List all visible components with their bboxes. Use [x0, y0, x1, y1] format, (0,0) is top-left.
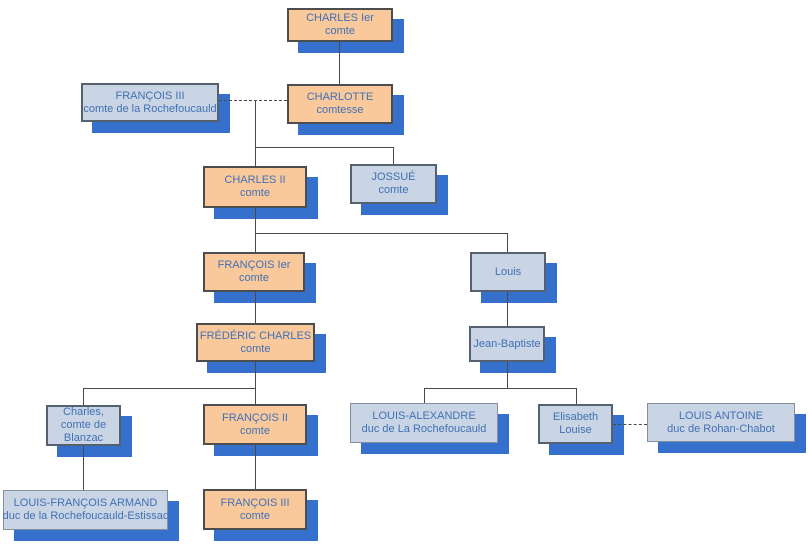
- node-subtitle: comte: [239, 272, 269, 284]
- connector-to-louis: [507, 233, 508, 252]
- node-title: LOUIS-FRANÇOIS ARMAND: [13, 497, 158, 509]
- node-title: LOUIS ANTOINE: [678, 409, 764, 422]
- node-subtitle: duc de la Rochefoucauld-Estissac: [2, 510, 169, 522]
- connector-to-francois2: [255, 388, 256, 404]
- node-title: JOSSUÉ: [371, 171, 416, 183]
- connector-to-elisabeth: [576, 388, 577, 404]
- node-charlotte: CHARLOTTE comtesse: [287, 84, 393, 124]
- node-louis-alexandre: LOUIS-ALEXANDRE duc de La Rochefoucauld: [350, 403, 498, 443]
- node-title: FRÉDÉRIC CHARLES: [199, 329, 312, 342]
- node-louis-francois-armand: LOUIS-FRANÇOIS ARMAND duc de la Rochefou…: [3, 490, 168, 530]
- connector-frederic-drop: [255, 362, 256, 388]
- connector-francois1er-to-frederic: [255, 292, 256, 323]
- connector-to-charles2: [255, 147, 256, 166]
- node-subtitle: comte: [325, 25, 355, 37]
- node-subtitle: comte de la Rochefoucauld: [83, 102, 217, 115]
- node-title: CHARLES Ier: [306, 12, 374, 24]
- node-charles-ii: CHARLES II comte: [203, 166, 307, 208]
- node-subtitle: comte: [378, 184, 409, 196]
- connector-to-francois1er: [255, 233, 256, 252]
- connector-children-row2: [255, 233, 507, 234]
- node-title: CHARLOTTE: [306, 91, 374, 103]
- node-frederic-charles: FRÉDÉRIC CHARLES comte: [196, 323, 315, 362]
- node-francois-iii-comte: FRANÇOIS III comte: [203, 489, 307, 530]
- connector-charles1er-to-charlotte: [339, 42, 340, 84]
- node-jossue: JOSSUÉ comte: [350, 164, 437, 204]
- node-title: Charles,: [63, 406, 104, 418]
- node-title: FRANÇOIS Ier: [217, 259, 291, 271]
- connector-francois2-to-francois3: [255, 445, 256, 489]
- connector-blanzac-to-armand: [83, 446, 84, 490]
- connector-children-row3-right: [424, 388, 576, 389]
- node-subtitle: comte: [240, 342, 271, 355]
- node-subtitle: comtesse: [316, 104, 364, 116]
- connector-to-louisalexandre: [424, 388, 425, 403]
- node-title: FRANÇOIS III: [115, 89, 185, 102]
- node-title: Louis: [494, 265, 522, 278]
- node-louis-antoine: LOUIS ANTOINE duc de Rohan-Chabot: [647, 403, 795, 442]
- node-title: FRANÇOIS III: [220, 496, 290, 509]
- connector-marriage-francois3-charlotte: [219, 100, 287, 101]
- node-francois-ier: FRANÇOIS Ier comte: [203, 252, 305, 292]
- node-title: Elisabeth: [552, 411, 599, 423]
- connector-to-jossue: [393, 147, 394, 164]
- node-subtitle: comte: [240, 424, 270, 437]
- connector-marriage-elisabeth-antoine: [613, 424, 647, 425]
- node-elisabeth-louise: Elisabeth Louise: [538, 404, 613, 444]
- node-subtitle: comte de: [60, 419, 107, 431]
- node-francois-ii: FRANÇOIS II comte: [203, 404, 307, 445]
- node-francois-iii-rochefoucauld: FRANÇOIS III comte de la Rochefoucauld: [81, 83, 219, 122]
- node-title: Jean-Baptiste: [473, 337, 541, 350]
- node-title: CHARLES II: [224, 174, 286, 186]
- node-jean-baptiste: Jean-Baptiste: [469, 326, 545, 362]
- node-charles-blanzac: Charles, comte de Blanzac: [46, 405, 121, 446]
- connector-marriage-drop: [255, 100, 256, 147]
- node-subtitle: duc de La Rochefoucauld: [361, 423, 487, 435]
- node-subtitle: duc de Rohan-Chabot: [667, 422, 775, 435]
- node-subtitle2: Blanzac: [63, 432, 104, 444]
- node-subtitle: comte: [240, 187, 270, 199]
- node-subtitle: Louise: [559, 424, 592, 436]
- node-title: LOUIS-ALEXANDRE: [372, 410, 476, 422]
- node-charles-ier: CHARLES Ier comte: [287, 8, 393, 42]
- connector-children-row1: [255, 147, 394, 148]
- connector-to-blanzac: [83, 388, 84, 405]
- connector-charles2-drop: [255, 208, 256, 233]
- connector-children-row3-left: [83, 388, 255, 389]
- node-louis: Louis: [470, 252, 546, 292]
- node-title: FRANÇOIS II: [221, 411, 288, 424]
- connector-louis-to-jeanbaptiste: [507, 292, 508, 326]
- connector-jeanbaptiste-drop: [507, 362, 508, 388]
- node-subtitle: comte: [240, 509, 270, 522]
